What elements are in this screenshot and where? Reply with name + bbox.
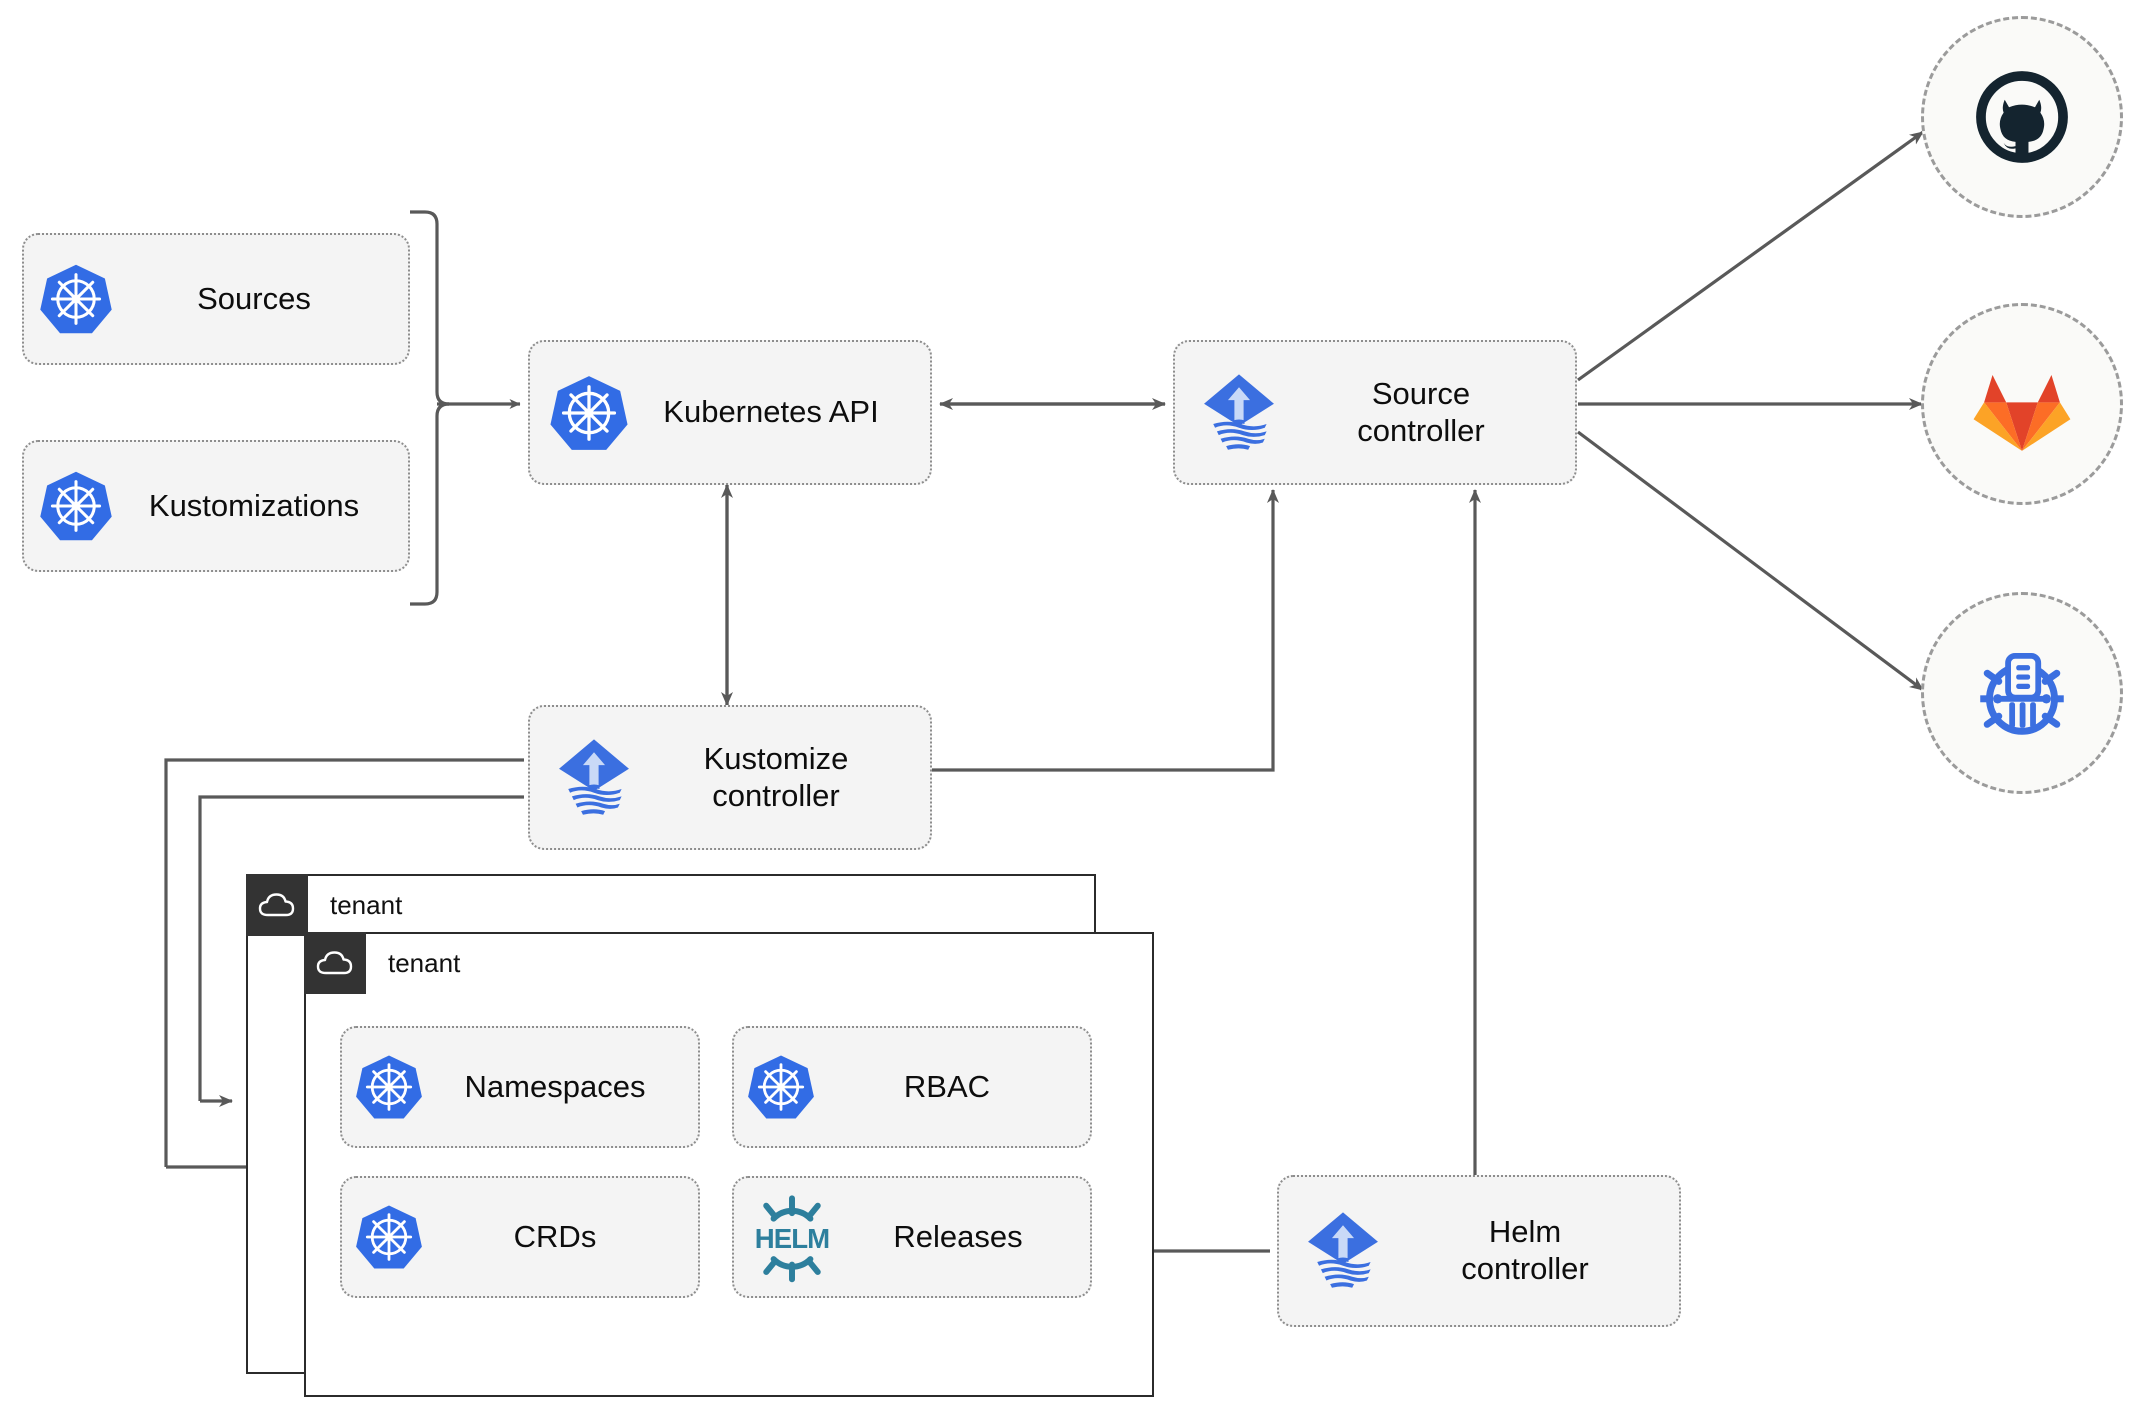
arrow-kustomize-to-source — [932, 489, 1279, 772]
flux-icon — [548, 732, 640, 824]
kubernetes-icon — [746, 1052, 816, 1122]
node-label: Kubernetes API — [663, 394, 879, 430]
kubernetes-icon — [38, 468, 114, 544]
tenant-container-inner: tenant — [303, 931, 1154, 1397]
cloud-icon — [245, 873, 308, 936]
node-helm-controller[interactable]: Helm controller — [1277, 1175, 1681, 1327]
flux-icon — [1193, 367, 1285, 459]
node-label: Helm controller — [1461, 1214, 1589, 1286]
node-label: Kustomizations — [148, 487, 360, 523]
arrow-source-to-helm-repo — [1577, 430, 1924, 692]
svg-text:HELM: HELM — [755, 1223, 830, 1254]
kubernetes-icon — [548, 372, 630, 454]
node-label: Sources — [197, 280, 311, 316]
node-kustomize-controller[interactable]: Kustomize controller — [528, 705, 932, 850]
github-icon — [1976, 71, 2068, 163]
node-label: Source controller — [1357, 375, 1485, 448]
brace-top — [410, 210, 450, 406]
brace-bottom — [410, 402, 450, 606]
node-releases[interactable]: HELM Releases — [732, 1176, 1092, 1298]
cloud-icon — [303, 931, 366, 994]
kubernetes-icon — [354, 1202, 424, 1272]
gitlab-icon — [1973, 375, 2071, 451]
arrow-source-to-github — [1577, 130, 1924, 382]
flux-icon — [1297, 1205, 1389, 1297]
node-kubernetes-api[interactable]: Kubernetes API — [528, 340, 932, 485]
node-sources[interactable]: Sources — [22, 233, 410, 365]
tenant-label: tenant — [330, 889, 403, 920]
node-label: RBAC — [903, 1068, 991, 1104]
node-kustomizations[interactable]: Kustomizations — [22, 440, 410, 572]
node-label: Releases — [893, 1218, 1023, 1254]
helm-icon: HELM — [746, 1191, 838, 1283]
tenant-label: tenant — [388, 947, 461, 978]
node-label: CRDs — [513, 1218, 597, 1254]
endpoint-helm-repository[interactable] — [1921, 592, 2123, 794]
node-label: Kustomize controller — [703, 740, 849, 813]
helm-repository-icon — [1980, 652, 2064, 735]
kubernetes-icon — [354, 1052, 424, 1122]
node-namespaces[interactable]: Namespaces — [340, 1026, 700, 1148]
endpoint-gitlab[interactable] — [1921, 303, 2123, 505]
node-rbac[interactable]: RBAC — [732, 1026, 1092, 1148]
kubernetes-icon — [38, 261, 114, 337]
node-source-controller[interactable]: Source controller — [1173, 340, 1577, 485]
endpoint-github[interactable] — [1921, 16, 2123, 218]
node-crds[interactable]: CRDs — [340, 1176, 700, 1298]
node-label: Namespaces — [464, 1068, 646, 1104]
